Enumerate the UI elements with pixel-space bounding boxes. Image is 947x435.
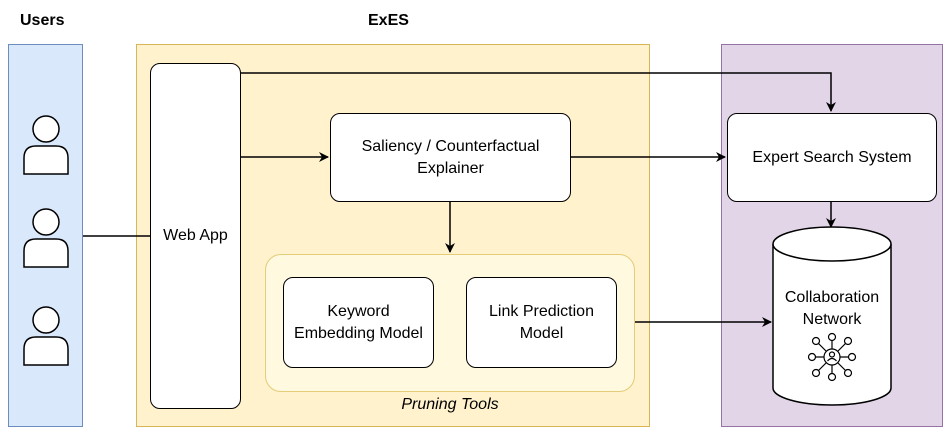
user-icon [23,115,69,175]
expert-search-system-node: Expert Search System [727,113,937,202]
user-icon [23,306,69,366]
web-app-node: Web App [150,63,241,409]
keyword-embedding-model-node: Keyword Embedding Model [283,277,434,368]
user-icon [23,208,69,268]
collaboration-network-cylinder [772,226,892,406]
collaboration-network-label: Collaboration Network [784,289,880,328]
link-prediction-model-node: Link Prediction Model [466,277,617,368]
users-header: Users [20,12,65,29]
edge-webapp-expertsearch [241,72,836,112]
network-icon [807,332,857,382]
pruning-tools-label: Pruning Tools [401,396,499,413]
exes-header: ExES [368,12,409,29]
explainer-node: Saliency / Counterfactual Explainer [330,113,571,202]
